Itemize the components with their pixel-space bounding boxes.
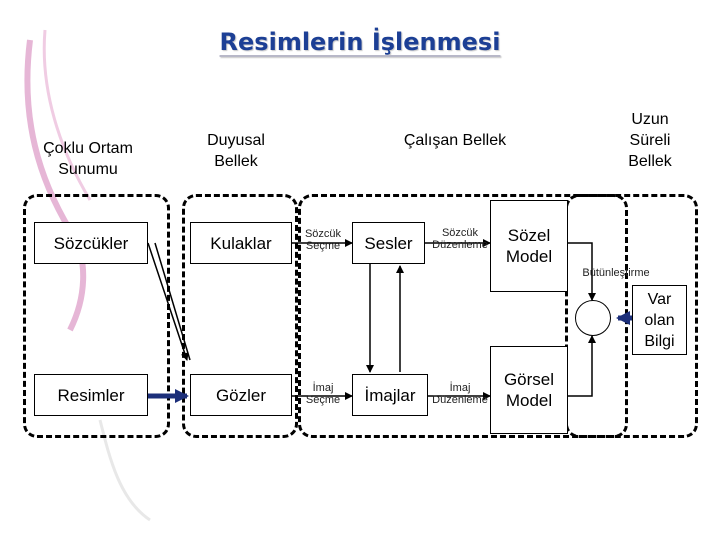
box-ears: Kulaklar [190, 222, 292, 264]
sensory-memory-group [182, 194, 298, 438]
box-prior-knowledge: Var olan Bilgi [632, 285, 687, 355]
box-words: Sözcükler [34, 222, 148, 264]
box-sounds: Sesler [352, 222, 425, 264]
label-select-words: Sözcük Seçme [304, 228, 342, 252]
label-organize-words: Sözcük Düzenleme [432, 227, 488, 251]
integration-node [575, 300, 611, 336]
label-select-images: İmaj Seçme [305, 382, 341, 406]
multimedia-group [23, 194, 170, 438]
header-sensory-memory: Duyusal Bellek [207, 132, 265, 170]
long-term-memory-group [565, 194, 698, 438]
box-eyes: Gözler [190, 374, 292, 416]
box-images: İmajlar [352, 374, 428, 416]
label-organize-images: İmaj Düzenleme [432, 382, 488, 406]
box-pictorial-model: Görsel Model [490, 346, 568, 434]
box-pictures: Resimler [34, 374, 148, 416]
label-integrate: Bütünleştirme [582, 267, 650, 279]
header-multimedia: Çoklu Ortam Sunumu [43, 140, 133, 178]
page-title: Resimlerin İşlenmesi [219, 28, 501, 56]
box-verbal-model: Sözel Model [490, 200, 568, 292]
header-working-memory: Çalışan Bellek [403, 132, 507, 149]
header-long-term-memory: Uzun Süreli Bellek [628, 111, 672, 170]
